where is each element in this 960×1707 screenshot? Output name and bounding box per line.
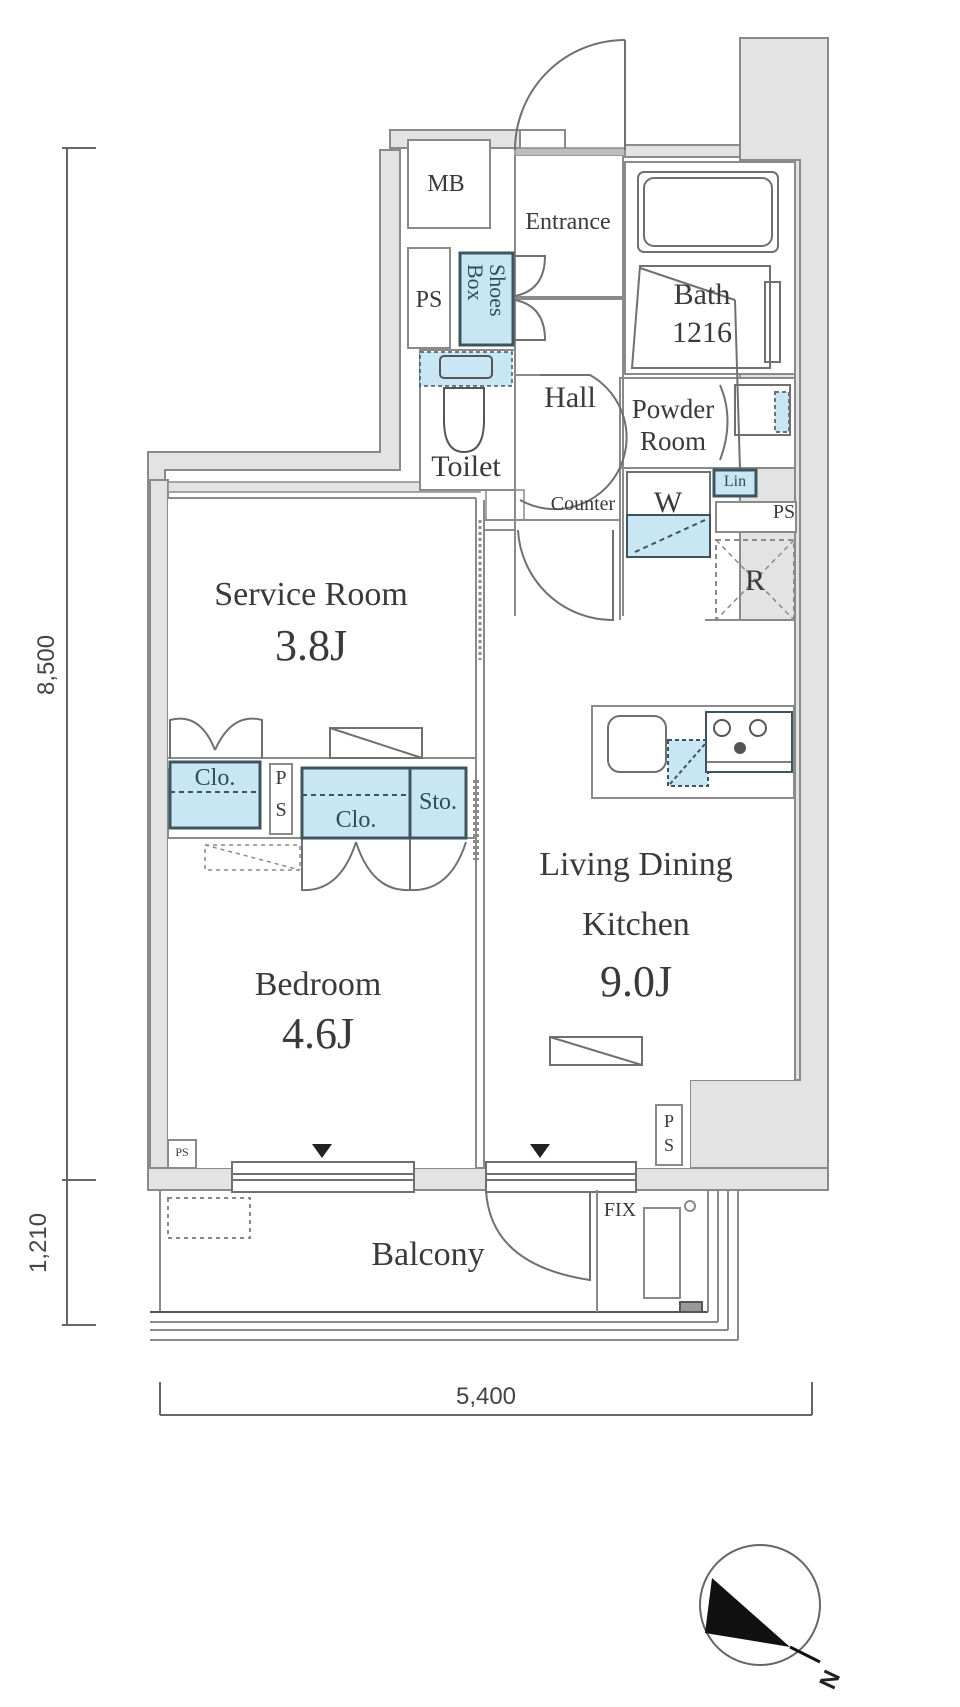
ps-ldk-box: [655, 1104, 683, 1166]
ps-ldk-line2: S: [663, 1135, 675, 1155]
mb-label: MB: [427, 171, 465, 197]
door-swings: [169, 39, 643, 1282]
ps-entrance-box: [407, 247, 451, 349]
service-room-size: 3.8J: [274, 621, 348, 670]
ldk-size: 9.0J: [599, 957, 673, 1006]
service-room-area: [168, 498, 476, 768]
dimension-balcony-depth: 1,210: [25, 1212, 52, 1273]
dimension-total-depth: 8,500: [33, 634, 60, 695]
storage-units: [168, 760, 468, 871]
refrigerator-space: [715, 539, 795, 621]
dimension-width: 5,400: [455, 1383, 517, 1410]
washer-label: W: [653, 486, 683, 519]
bedroom-area: [168, 838, 476, 1168]
balcony-frame: [150, 1190, 739, 1341]
mb-box: [407, 139, 491, 229]
balcony-label: Balcony: [371, 1236, 485, 1273]
bathtub: [630, 171, 781, 471]
ps-middle-line2: S: [275, 799, 287, 821]
compass-icon: [699, 1544, 821, 1666]
ldk-name-line1: Living Dining: [539, 846, 733, 883]
ps-entrance-label: PS: [415, 287, 443, 313]
kitchen-counter: [591, 705, 795, 799]
ps-corner-label: PS: [175, 1145, 189, 1159]
storage-label: Sto.: [418, 789, 458, 815]
bedroom-name: Bedroom: [254, 966, 382, 1003]
ps-middle-line1: P: [275, 767, 287, 789]
fix-window-label: FIX: [603, 1199, 637, 1221]
ldk-name-line2: Kitchen: [582, 906, 690, 943]
wall-left-outer: [149, 479, 169, 1191]
bath-room: [624, 161, 796, 375]
closet-bedroom-label: Clo.: [335, 807, 377, 833]
dimension-lines: [62, 147, 813, 1416]
linen-cabinet: [712, 468, 758, 498]
closet-service-label: Clo.: [194, 765, 236, 791]
powder-room: [619, 377, 796, 469]
linen-label: Lin: [723, 473, 747, 490]
bedroom-size: 4.6J: [281, 1009, 355, 1058]
ldk-area: [484, 530, 795, 1168]
windows: [231, 1144, 637, 1193]
entrance-threshold: [514, 147, 626, 157]
shoes-box-label: Shoes Box: [462, 260, 512, 345]
toilet-fixture: [419, 351, 513, 454]
hall-label: Hall: [544, 381, 596, 414]
ps-right-box: [715, 501, 797, 533]
ps-right-label: PS: [772, 501, 796, 523]
interior-rooms: [168, 139, 796, 1168]
counter-label: Counter: [550, 493, 616, 515]
washbasin: [719, 384, 791, 461]
bath-label: Bath: [673, 278, 731, 311]
entrance-label: Entrance: [525, 209, 611, 235]
dishwasher-space: [667, 739, 709, 787]
ps-ldk-line1: P: [663, 1111, 675, 1131]
toilet-label: Toilet: [431, 450, 501, 483]
refrigerator-label: R: [744, 564, 766, 597]
powder-room-line2: Room: [639, 426, 707, 456]
service-room-name: Service Room: [214, 576, 408, 613]
ps-corner-box: [167, 1139, 197, 1169]
sink: [607, 715, 667, 773]
powder-room-line1: Powder: [631, 394, 715, 424]
shoes-box-line2: Box: [463, 264, 488, 301]
bath-size: 1216: [672, 316, 732, 349]
shoes-box: [458, 251, 515, 347]
shoes-box-line1: Shoes: [485, 264, 510, 317]
